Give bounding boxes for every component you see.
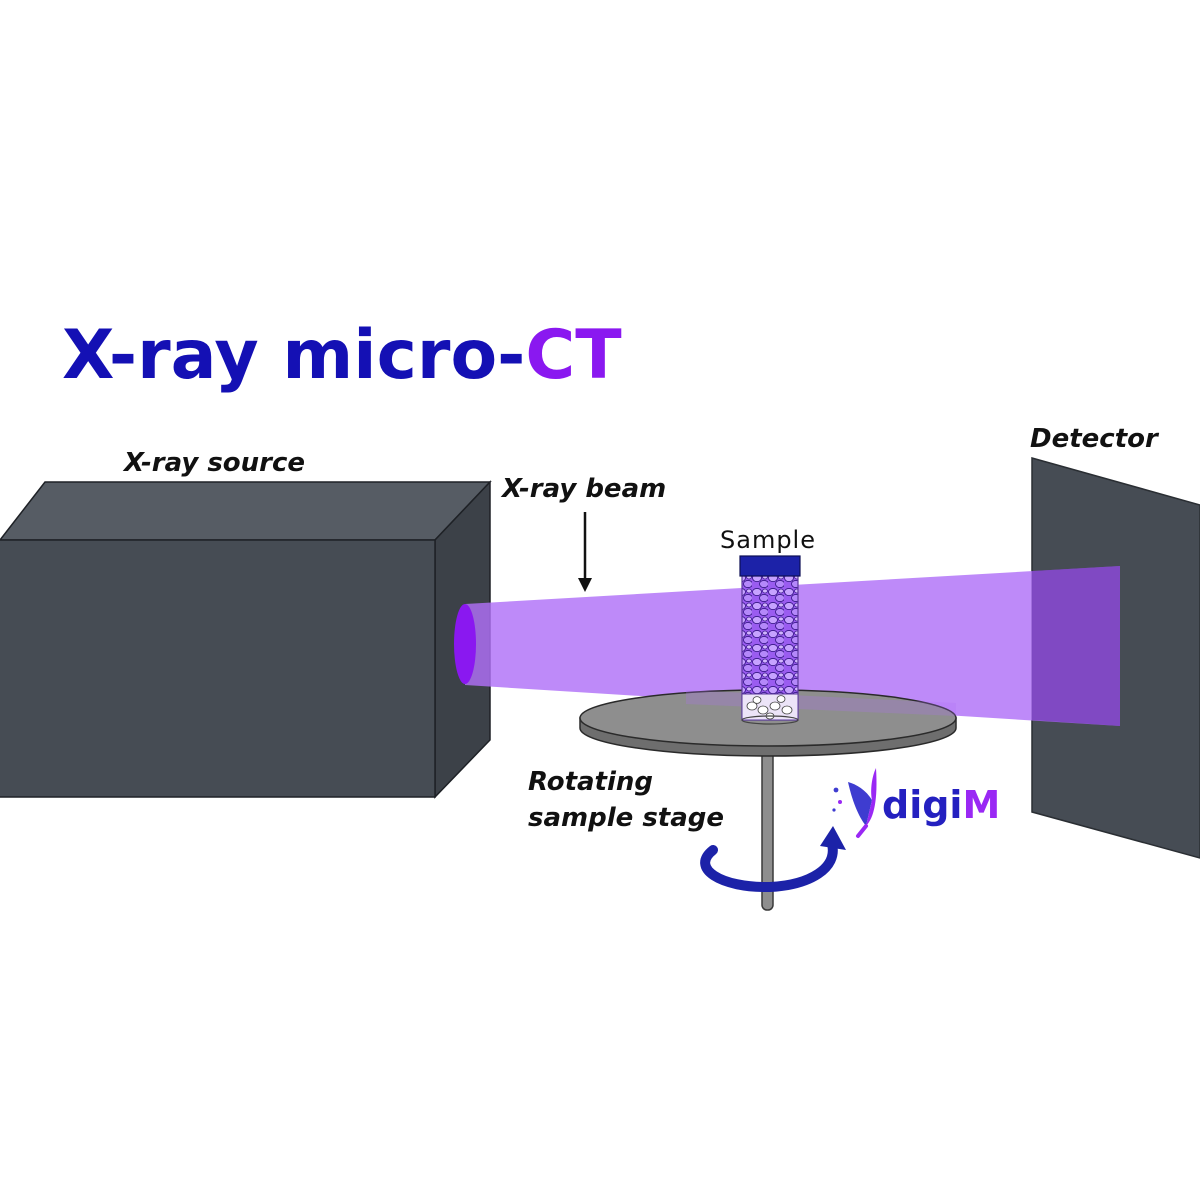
logo-wordmark: digiM [882, 783, 1000, 827]
title-part-2: CT [525, 316, 622, 395]
butterfly-icon [832, 768, 877, 838]
stage-label-line-1: Rotating [528, 767, 653, 797]
beam-pointer-arrow [578, 512, 592, 592]
xray-source-box [0, 480, 492, 799]
rotation-arrow [700, 826, 846, 893]
xray-beam-label: X-ray beam [500, 474, 666, 504]
sample-cap [739, 555, 801, 577]
detector-label: Detector [1030, 424, 1160, 454]
logo-text-part-1: digi [882, 783, 962, 827]
sample-label: Sample [720, 526, 816, 554]
stage-label-line-2: sample stage [528, 803, 724, 833]
title-part-1: X-ray micro- [62, 316, 525, 395]
sample-tube [739, 555, 801, 725]
logo-text-part-2: M [962, 783, 1000, 827]
digim-logo: digiM [832, 768, 1000, 838]
diagram-title: X-ray micro-CT [62, 316, 622, 395]
xray-source-label: X-ray source [122, 448, 305, 478]
